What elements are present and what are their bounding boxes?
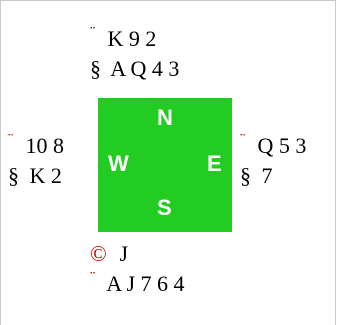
east-line-1: ¨ Q 5 3 [240, 131, 306, 161]
east-cards-2: 7 [261, 163, 273, 188]
north-suit-symbol-2: § [90, 56, 101, 81]
compass-south-label: S [157, 195, 172, 220]
south-cards-2: A J 7 6 4 [106, 271, 185, 296]
east-cards-1: Q 5 3 [257, 133, 307, 158]
east-line-2: § 7 [240, 161, 306, 191]
compass-north-label: N [157, 105, 173, 130]
north-hand: ¨ K 9 2 § A Q 4 3 [90, 24, 179, 84]
north-cards-1: K 9 2 [107, 26, 157, 51]
east-suit-symbol-1: ¨ [240, 131, 246, 148]
south-line-1: © J [90, 239, 185, 269]
south-line-2: ¨ A J 7 6 4 [90, 269, 185, 299]
west-suit-symbol-2: § [8, 163, 19, 188]
west-cards-2: K 2 [29, 163, 62, 188]
north-suit-symbol-1: ¨ [90, 24, 96, 41]
north-line-2: § A Q 4 3 [90, 54, 179, 84]
compass-east-label: E [207, 151, 222, 176]
west-hand: ¨ 10 8 § K 2 [8, 131, 64, 191]
west-line-2: § K 2 [8, 161, 64, 191]
south-cards-1: J [119, 241, 129, 266]
east-suit-symbol-2: § [240, 163, 251, 188]
compass-west-label: W [108, 151, 129, 176]
west-suit-symbol-1: ¨ [8, 131, 14, 148]
west-line-1: ¨ 10 8 [8, 131, 64, 161]
north-line-1: ¨ K 9 2 [90, 24, 179, 54]
south-hand: © J ¨ A J 7 6 4 [90, 239, 185, 299]
north-cards-2: A Q 4 3 [110, 56, 180, 81]
west-cards-1: 10 8 [25, 133, 65, 158]
south-suit-symbol-1: © [90, 241, 107, 266]
south-suit-symbol-2: ¨ [90, 269, 96, 286]
compass-table: N W E S [98, 98, 232, 232]
east-hand: ¨ Q 5 3 § 7 [240, 131, 306, 191]
